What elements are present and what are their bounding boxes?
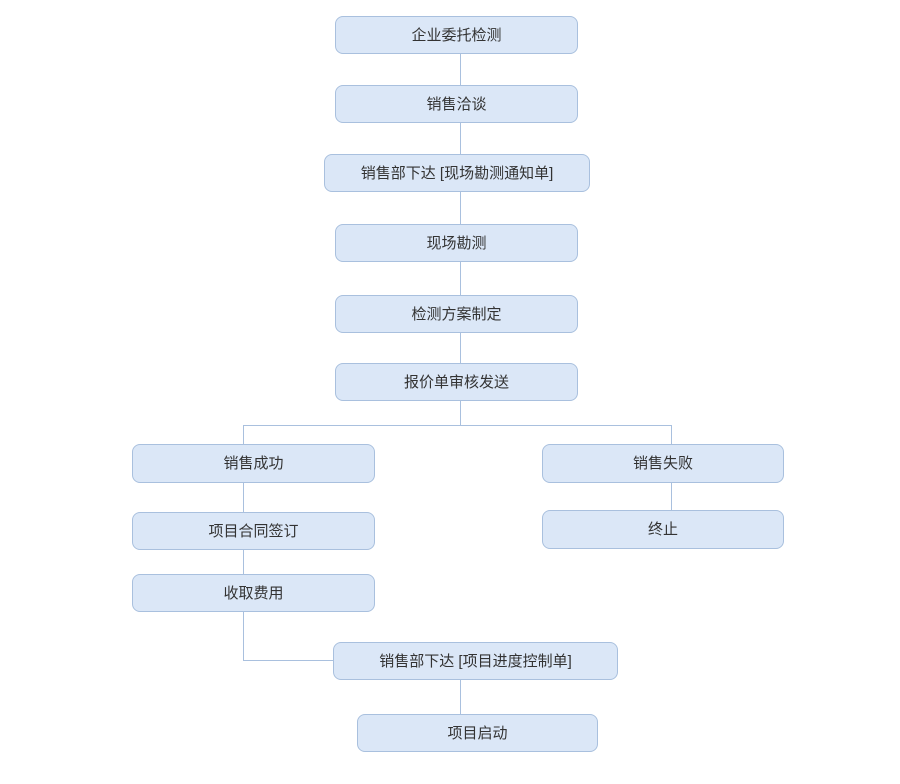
flow-node-issue-survey-notice: 销售部下达 [现场勘测通知单]	[324, 154, 590, 192]
flow-node-testing-plan: 检测方案制定	[335, 295, 578, 333]
connector-failure-to-terminate	[671, 483, 672, 510]
connector-branch-horizontal	[243, 425, 672, 426]
flow-node-sales-success: 销售成功	[132, 444, 375, 483]
flow-node-entrust-testing: 企业委托检测	[335, 16, 578, 54]
flow-node-collect-fees: 收取费用	[132, 574, 375, 612]
flow-node-quotation-review-send: 报价单审核发送	[335, 363, 578, 401]
connector-branch-to-failure	[671, 425, 672, 444]
flow-node-terminate: 终止	[542, 510, 784, 549]
connector-survey-to-plan	[460, 262, 461, 295]
flow-node-issue-progress-control: 销售部下达 [项目进度控制单]	[333, 642, 618, 680]
connector-branch-to-success	[243, 425, 244, 444]
connector-quotation-stem	[460, 401, 461, 425]
connector-plan-to-quotation	[460, 333, 461, 363]
connector-success-to-contract	[243, 483, 244, 512]
connector-progress-control-to-launch	[460, 680, 461, 714]
connector-fees-down	[243, 612, 244, 660]
connector-negotiation-to-notice	[460, 123, 461, 154]
connector-fees-to-progress-control	[243, 660, 333, 661]
connector-entrust-to-negotiation	[460, 54, 461, 85]
flow-node-project-launch: 项目启动	[357, 714, 598, 752]
flow-node-site-survey: 现场勘测	[335, 224, 578, 262]
connector-notice-to-survey	[460, 192, 461, 224]
connector-contract-to-fees	[243, 550, 244, 574]
flow-node-contract-signing: 项目合同签订	[132, 512, 375, 550]
flow-node-sales-failure: 销售失败	[542, 444, 784, 483]
flow-node-sales-negotiation: 销售洽谈	[335, 85, 578, 123]
